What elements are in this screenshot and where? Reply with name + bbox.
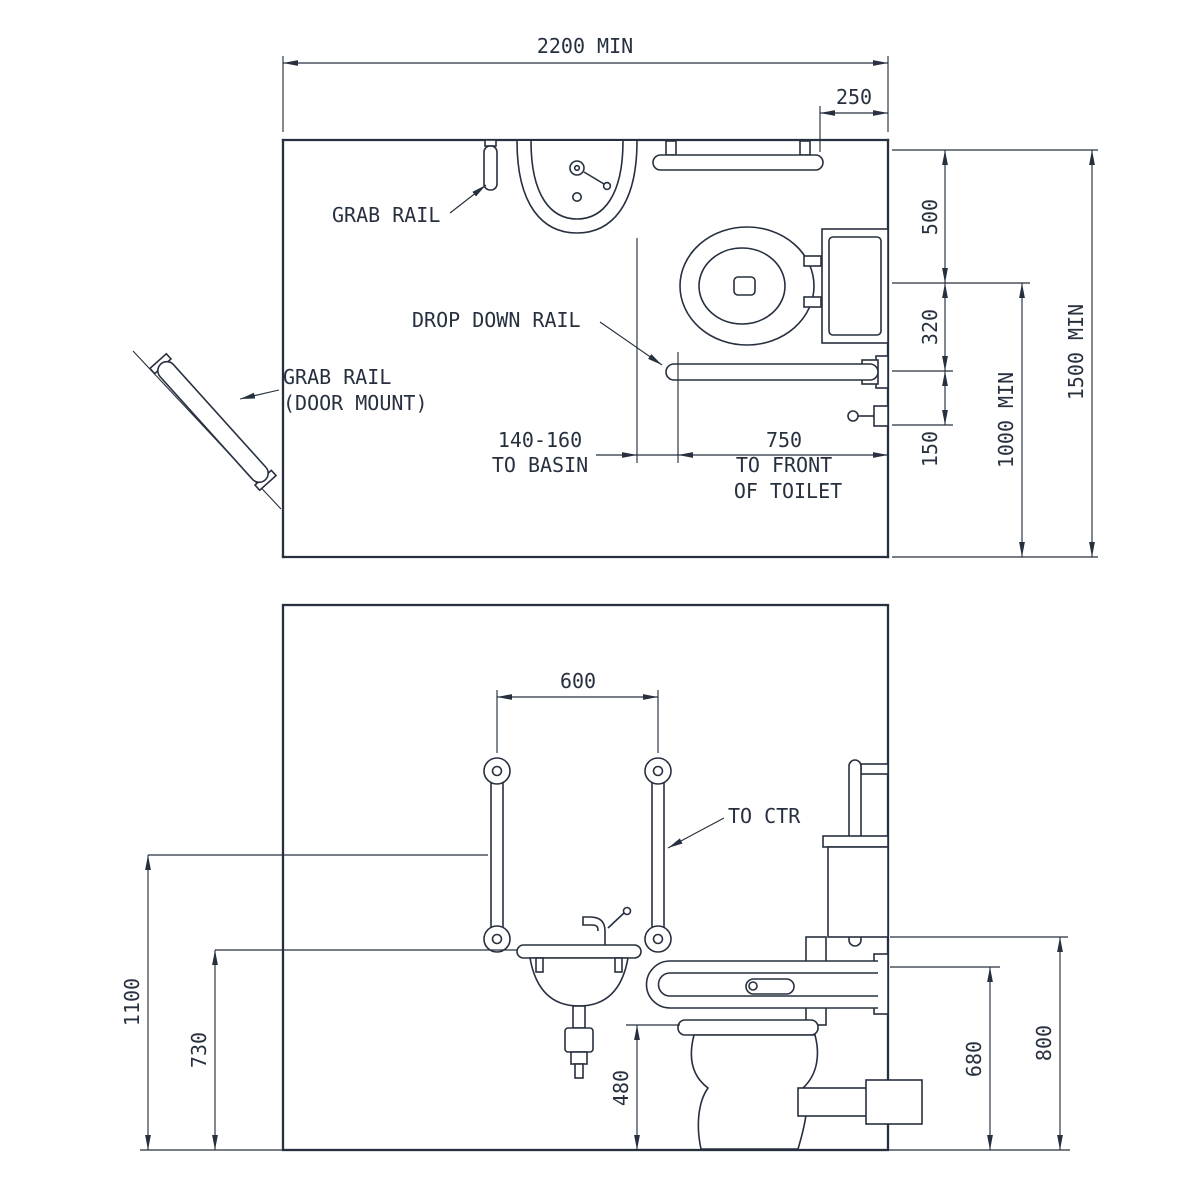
basin-grab-rail-plan [483, 139, 498, 191]
dim-800: 800 [890, 936, 1068, 1150]
dim-1100-text: 1100 [120, 978, 144, 1026]
paper-holder-elevation [745, 978, 795, 995]
door-rail-label-line2: (DOOR MOUNT) [283, 391, 428, 415]
dim-basin-value: 140-160 [498, 428, 582, 452]
dim-730: 730 [187, 949, 517, 1150]
basin-elevation [516, 906, 642, 1079]
cistern-plan [821, 228, 889, 344]
dim-2200-text: 2200 MIN [537, 34, 633, 58]
grab-rail-label-text: GRAB RAIL [332, 203, 440, 227]
paper-holder-plan [847, 405, 889, 427]
dim-250-text: 250 [836, 85, 872, 109]
door-grab-rail-plan [132, 350, 282, 510]
dim-250: 250 [819, 85, 888, 152]
plan-room-outline [281, 138, 890, 559]
soil-pipe [797, 1079, 923, 1125]
toilet-pedestal [690, 1034, 819, 1150]
dim-800-text: 800 [1032, 1025, 1056, 1061]
cistern-lid [822, 835, 889, 848]
door-rail-label: GRAB RAIL (DOOR MOUNT) [239, 365, 428, 415]
dim-1500: 1500 MIN [1064, 150, 1095, 557]
grab-rail-left [483, 757, 511, 953]
drop-down-rail-label: DROP DOWN RAIL [412, 308, 663, 366]
dim-150: 150 [918, 371, 948, 467]
elevation-view: 600 TO CTR [120, 603, 1070, 1152]
dim-480: 480 [609, 1024, 680, 1150]
dim-1000-text: 1000 MIN [994, 372, 1018, 468]
grab-rail-right [644, 757, 672, 953]
dim-basin-caption: TO BASIN [492, 453, 588, 477]
toilet-plan [679, 226, 889, 346]
dim-150-text: 150 [918, 431, 942, 467]
dim-toilet-caption2: OF TOILET [734, 479, 842, 503]
dim-2200: 2200 MIN [282, 34, 889, 132]
toilet-seat [677, 1019, 819, 1036]
dim-500: 500 [918, 150, 948, 283]
dim-680: 680 [890, 966, 1000, 1150]
cistern [827, 846, 889, 938]
plan-view: GRAB RAIL DROP DOWN RAIL GRAB RAIL (DOOR… [132, 34, 1098, 559]
dim-1500-text: 1500 MIN [1064, 304, 1088, 400]
dim-500-text: 500 [918, 199, 942, 235]
dim-730-text: 730 [187, 1032, 211, 1068]
dim-600: 600 [496, 669, 659, 753]
dim-basin-gap: 140-160 TO BASIN [492, 238, 679, 477]
dim-680-text: 680 [962, 1041, 986, 1077]
rear-grab-rail-plan [652, 140, 824, 171]
bottle-trap [564, 1005, 594, 1079]
dim-toilet-750: 750 TO FRONT OF TOILET [678, 428, 888, 503]
dim-1100: 1100 [120, 854, 488, 1150]
grab-rail-label: GRAB RAIL [332, 184, 487, 227]
dim-1000: 1000 MIN [994, 283, 1025, 557]
dim-480-text: 480 [609, 1070, 633, 1106]
dim-toilet-value: 750 [766, 428, 802, 452]
to-ctr-label: TO CTR [667, 804, 801, 849]
tap [582, 906, 632, 945]
basin-plan [516, 140, 638, 234]
dim-320-text: 320 [918, 309, 942, 345]
dim-toilet-caption1: TO FRONT [736, 453, 832, 477]
drop-down-rail-elevation [645, 953, 889, 1015]
dim-600-text: 600 [560, 669, 596, 693]
door-rail-label-line1: GRAB RAIL [283, 365, 391, 389]
to-ctr-text: TO CTR [728, 804, 801, 828]
drop-down-rail-plan [665, 355, 889, 389]
drop-down-rail-label-text: DROP DOWN RAIL [412, 308, 581, 332]
toilet-elevation [645, 759, 923, 1150]
dim-320: 320 [918, 283, 948, 371]
